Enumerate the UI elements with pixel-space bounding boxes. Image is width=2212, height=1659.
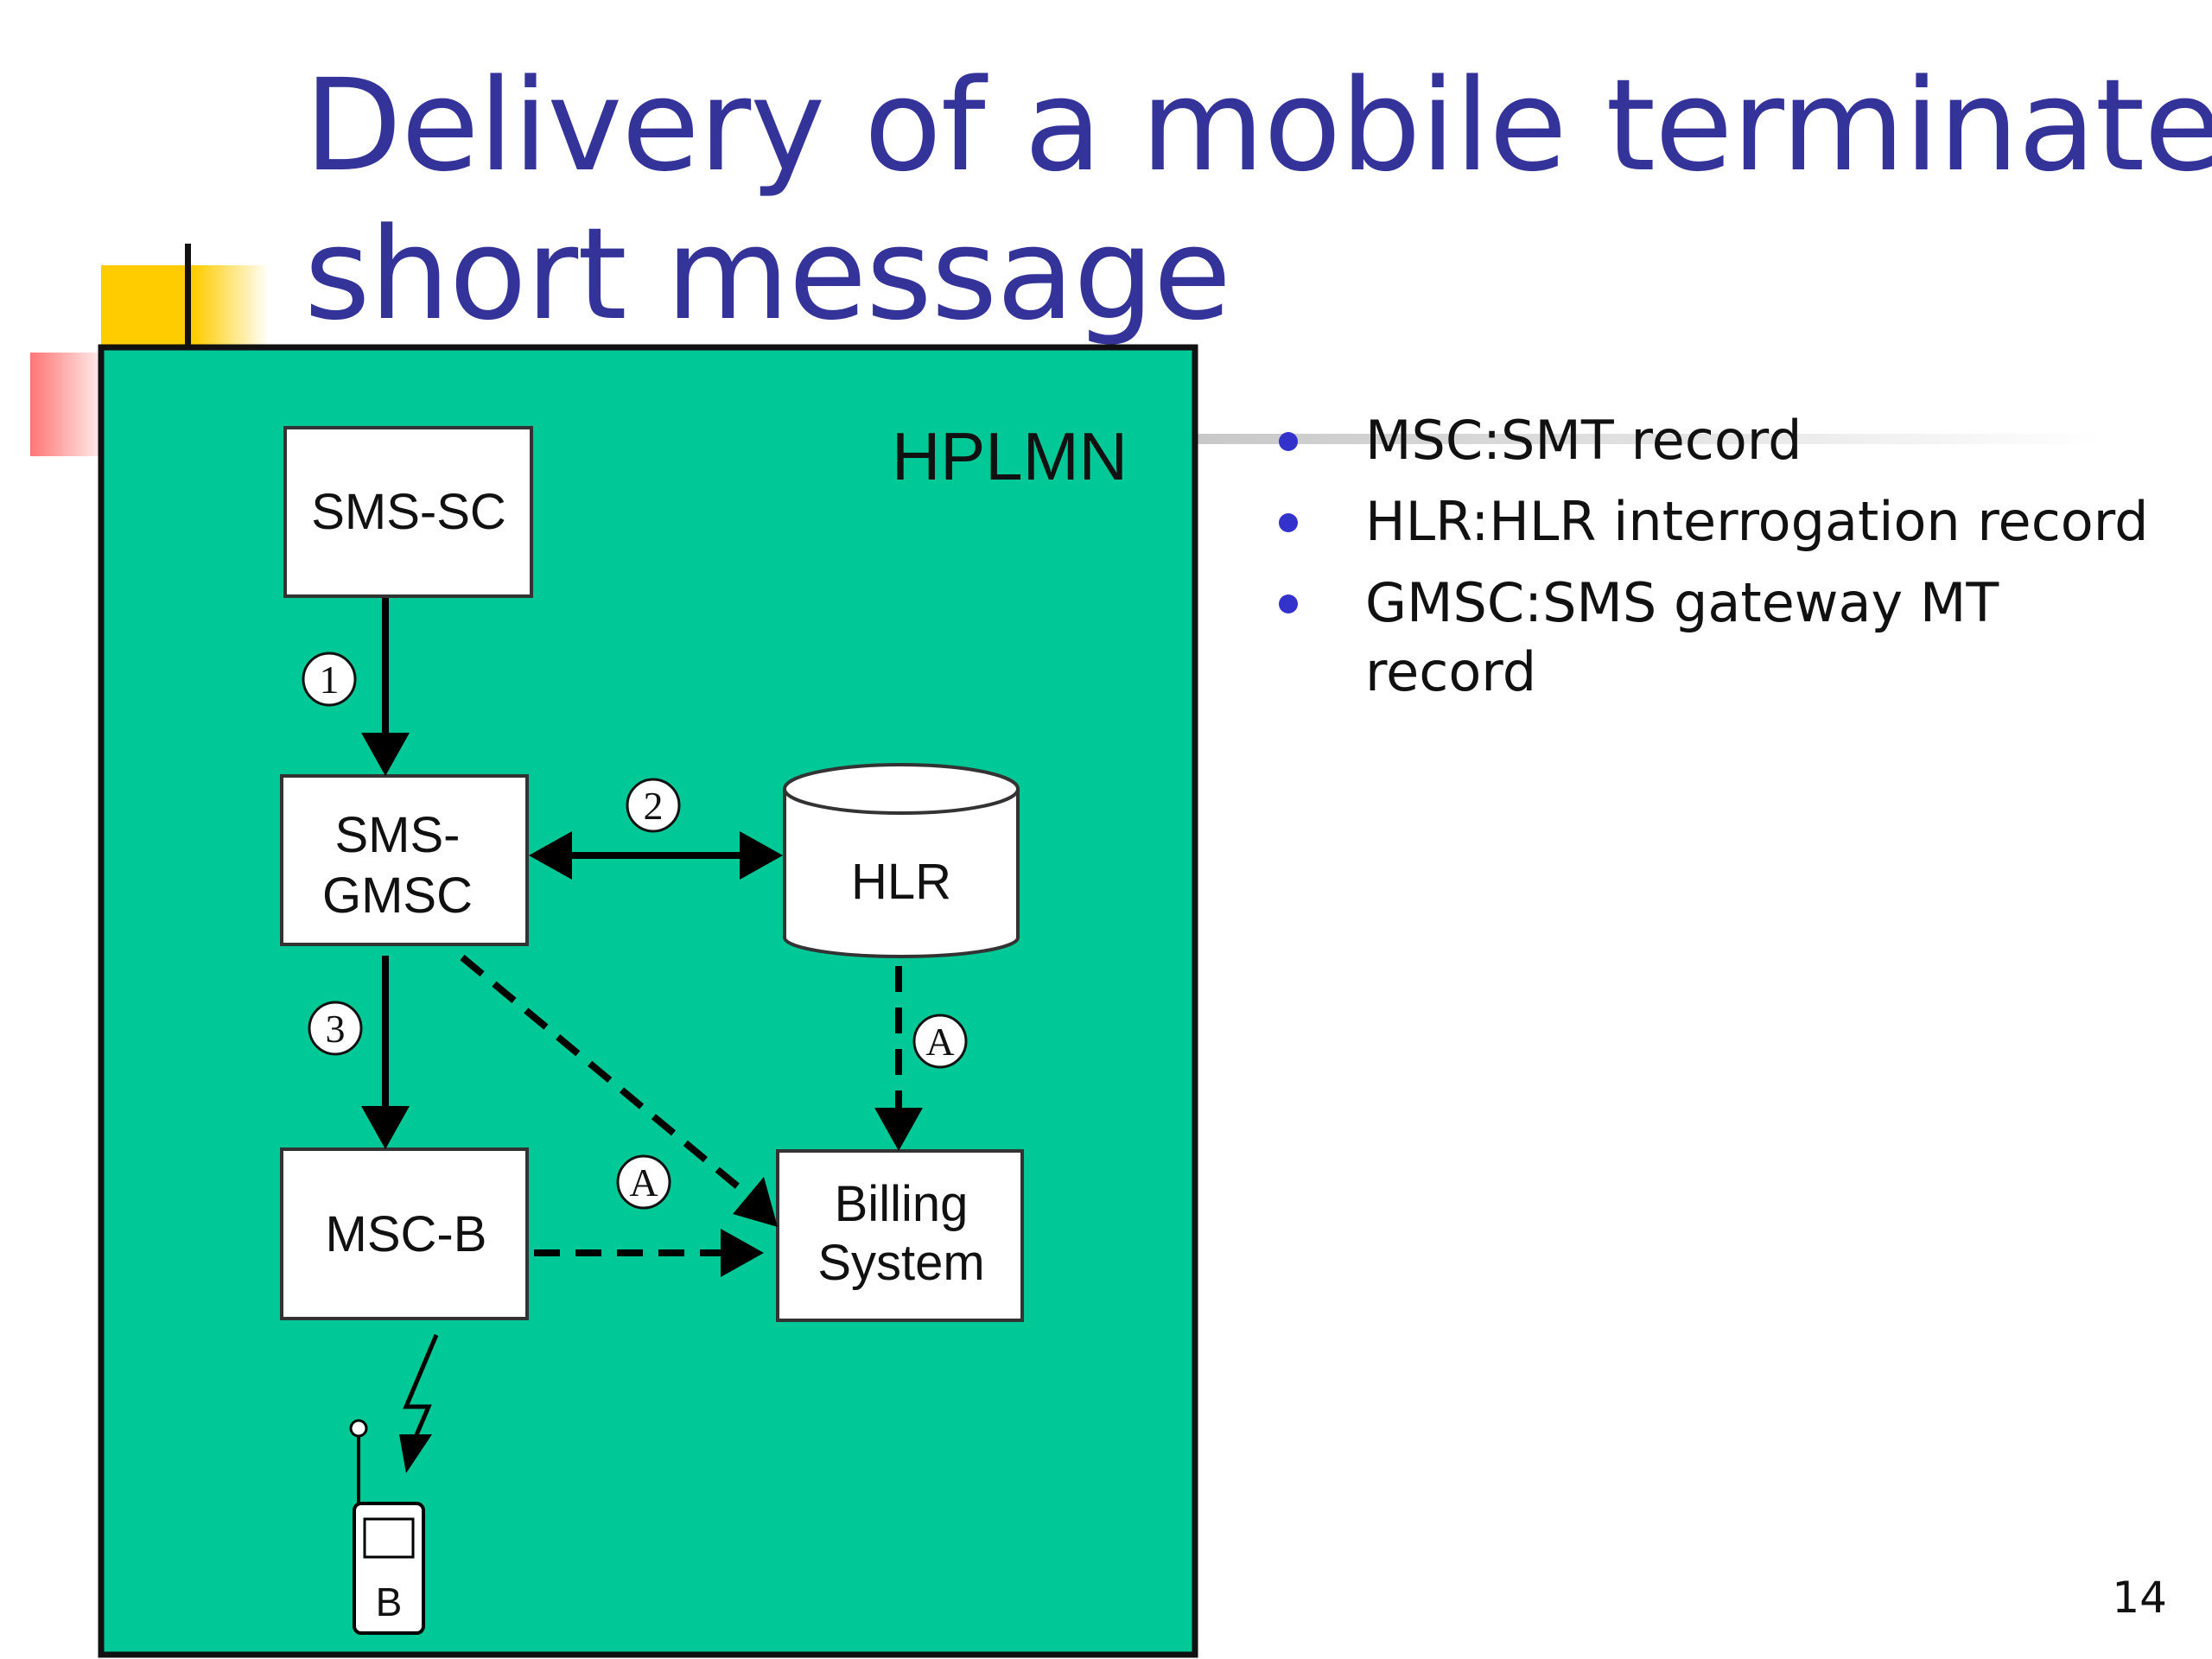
arrow-step-1 bbox=[361, 598, 410, 776]
slide-title-line2: short message bbox=[304, 200, 1231, 348]
bullet-dot-icon bbox=[1279, 513, 1298, 532]
sms-sc-node: SMS-SC bbox=[283, 426, 533, 598]
bullet-text: MSC:SMT record bbox=[1365, 409, 1802, 472]
step-3-marker: 3 bbox=[308, 1001, 363, 1056]
record-a-label-hlr: A bbox=[925, 1020, 954, 1064]
slide-title: Delivery of a mobile terminated short me… bbox=[304, 52, 2212, 349]
bullet-dot-icon bbox=[1279, 432, 1298, 451]
hplmn-region bbox=[98, 344, 1198, 1658]
decorative-vertical-line bbox=[185, 244, 191, 347]
record-a-label-gmsc: A bbox=[629, 1160, 658, 1205]
radio-link-lightning-icon bbox=[399, 1334, 439, 1473]
billing-label-line1: Billing bbox=[835, 1176, 969, 1232]
sms-gmsc-label-line2: GMSC bbox=[322, 868, 473, 924]
arrow-step-3 bbox=[361, 956, 410, 1149]
step-2-marker: 2 bbox=[626, 778, 681, 833]
record-arrow-gmsc-to-billing bbox=[460, 954, 778, 1227]
record-a-marker-gmsc: A bbox=[616, 1154, 671, 1210]
record-arrow-hlr-to-billing bbox=[874, 966, 923, 1151]
arrow-step-2 bbox=[529, 831, 783, 880]
msc-b-node: MSC-B bbox=[280, 1147, 529, 1320]
slide-title-line1: Delivery of a mobile terminated bbox=[304, 52, 2212, 200]
hlr-label: HLR bbox=[851, 854, 951, 910]
mobile-b-label: B bbox=[376, 1580, 403, 1624]
record-a-marker-hlr: A bbox=[912, 1014, 968, 1069]
bullet-text: GMSC:SMS gateway MT record bbox=[1365, 571, 1999, 703]
hplmn-label: HPLMN bbox=[892, 418, 1128, 494]
record-arrow-mscb-to-billing bbox=[534, 1229, 764, 1277]
sms-gmsc-label-line1: SMS- bbox=[335, 807, 461, 863]
step-1-label: 1 bbox=[320, 658, 340, 702]
billing-system-node: Billing System bbox=[776, 1149, 1024, 1322]
sms-gmsc-node: SMS- GMSC bbox=[280, 774, 529, 946]
step-3-label: 3 bbox=[326, 1007, 346, 1051]
step-1-marker: 1 bbox=[302, 652, 357, 707]
bullet-text: HLR:HLR interrogation record bbox=[1365, 490, 2149, 553]
page-number: 14 bbox=[2112, 1573, 2167, 1623]
bullet-item: HLR:HLR interrogation record bbox=[1279, 487, 2177, 556]
bullet-dot-icon bbox=[1279, 594, 1298, 613]
record-bullet-list: MSC:SMT record HLR:HLR interrogation rec… bbox=[1279, 406, 2177, 719]
mobile-phone-icon: B bbox=[349, 1419, 425, 1635]
hlr-node: HLR bbox=[783, 763, 1020, 958]
billing-label-line2: System bbox=[817, 1235, 984, 1291]
decorative-horizontal-line bbox=[1197, 434, 2104, 444]
step-2-label: 2 bbox=[644, 784, 664, 828]
bullet-item: GMSC:SMS gateway MT record bbox=[1279, 569, 2177, 707]
bullet-item: MSC:SMT record bbox=[1279, 406, 2177, 475]
sms-sc-label: SMS-SC bbox=[311, 484, 506, 540]
msc-b-label: MSC-B bbox=[326, 1206, 487, 1262]
